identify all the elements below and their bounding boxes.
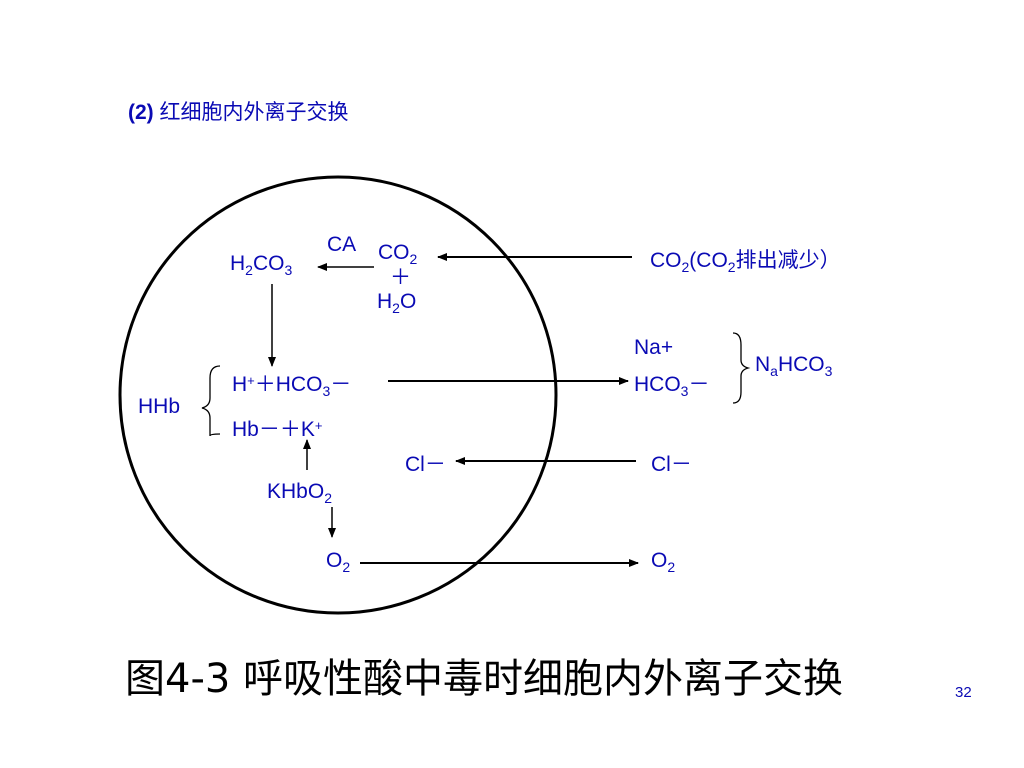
hb-k-label: Hb－＋K+ xyxy=(232,418,323,441)
o2-outside-label: O2 xyxy=(651,549,676,575)
na-plus-label: Na+ xyxy=(634,336,674,359)
hhb-label: HHb xyxy=(138,395,181,418)
section-number: (2) xyxy=(128,101,154,124)
hco3-outside-label: HCO3－ xyxy=(634,373,710,399)
h2co3-label: H2CO3 xyxy=(230,252,293,278)
nahco3-brace xyxy=(732,332,751,404)
o2-inside-label: O2 xyxy=(326,549,351,575)
h2o-label: H2O xyxy=(377,290,417,316)
ca-enzyme-label: CA xyxy=(327,233,357,256)
khbo2-label: KHbO2 xyxy=(267,480,332,506)
red-cell-membrane xyxy=(118,175,558,615)
hhb-brace xyxy=(201,365,221,437)
figure-caption: 图4-3 呼吸性酸中毒时细胞内外离子交换 xyxy=(125,656,844,702)
co2-outside-label: CO2(CO2排出减少） xyxy=(650,249,841,275)
page-number: 32 xyxy=(955,684,972,701)
cl-inside-label: Cl－ xyxy=(405,453,446,476)
h-plus-hco3-label: H+＋HCO3－ xyxy=(232,373,352,399)
co2-inside-label: CO2 xyxy=(378,241,418,267)
cl-outside-label: Cl－ xyxy=(651,453,692,476)
plus-sign: ＋ xyxy=(390,266,411,289)
section-heading: (2) 红细胞内外离子交换 xyxy=(128,96,349,126)
section-title: 红细胞内外离子交换 xyxy=(159,101,349,124)
nahco3-label: NaHCO3 xyxy=(755,353,833,379)
